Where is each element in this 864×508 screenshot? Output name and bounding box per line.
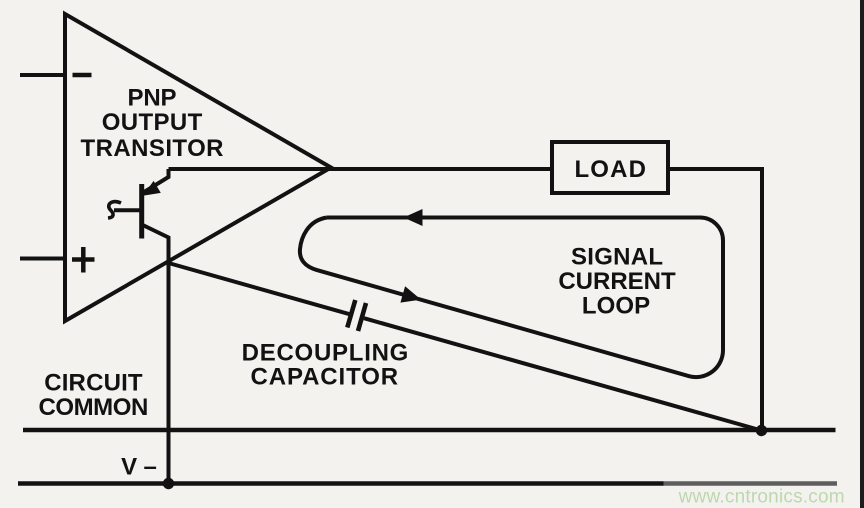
svg-text:SIGNAL: SIGNAL [571,244,663,271]
svg-text:CIRCUIT: CIRCUIT [44,370,143,397]
svg-text:COMMON: COMMON [39,394,149,421]
svg-text:CAPACITOR: CAPACITOR [251,364,399,391]
svg-text:PNP: PNP [128,85,177,112]
svg-text:DECOUPLING: DECOUPLING [242,339,409,366]
svg-text:TRANSITOR: TRANSITOR [81,135,224,162]
svg-text:LOAD: LOAD [574,156,646,183]
svg-text:CURRENT: CURRENT [558,268,676,295]
svg-text:LOOP: LOOP [582,293,650,320]
svg-text:www.cntronics.com: www.cntronics.com [678,487,845,508]
svg-text:OUTPUT: OUTPUT [102,109,203,136]
